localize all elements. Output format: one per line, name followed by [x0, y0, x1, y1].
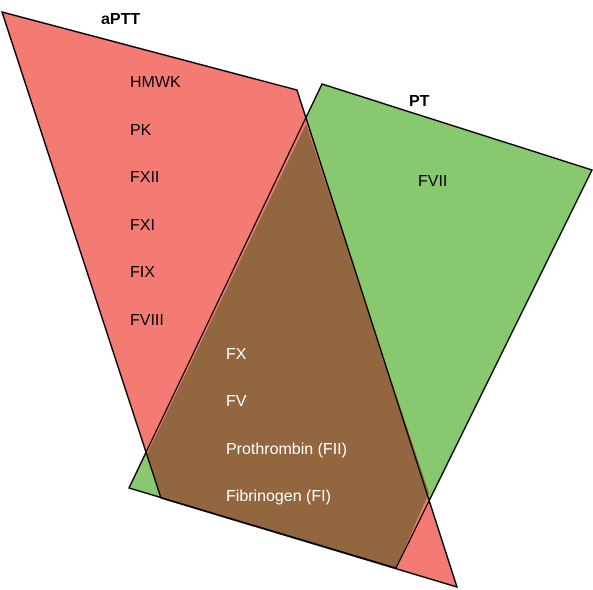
factor-fvii: FVII [418, 173, 447, 190]
factor-pk: PK [130, 122, 152, 139]
factor-fv: FV [226, 393, 247, 410]
factor-fix: FIX [130, 264, 155, 281]
factor-fxi: FXI [130, 217, 155, 234]
factor-hmwk: HMWK [130, 74, 181, 91]
aptt-outline [1, 11, 458, 588]
factor-fviii: FVIII [130, 312, 164, 329]
common-pathway-overlap [147, 124, 429, 568]
pt-title: PT [409, 93, 430, 110]
factor-fxii: FXII [130, 169, 159, 186]
factor-fibrinogen: Fibrinogen (FI) [226, 488, 331, 505]
factor-prothrombin: Prothrombin (FII) [226, 441, 347, 458]
aptt-title: aPTT [101, 11, 140, 28]
factor-fx: FX [226, 346, 247, 363]
